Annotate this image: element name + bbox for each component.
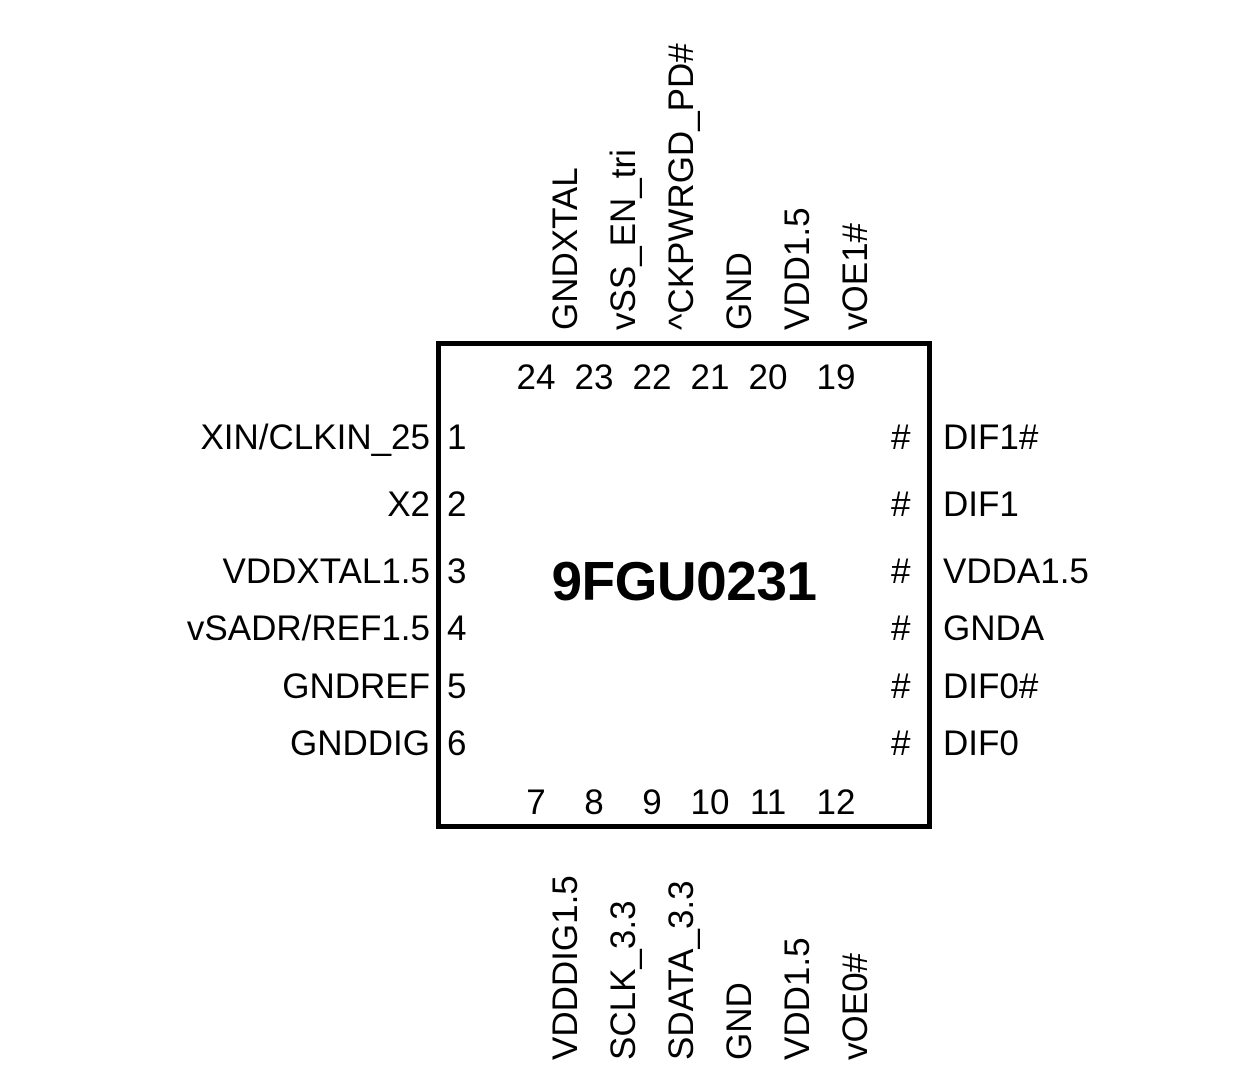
right-pin-label-3: VDDA1.5	[943, 552, 1089, 591]
left-pin-number-6: 6	[447, 724, 467, 763]
bottom-pin-number-7: 7	[526, 783, 546, 822]
top-pin-label-23: vSS_EN_tri	[604, 149, 643, 330]
top-pin-number-22: 22	[632, 358, 672, 397]
left-pin-label-2: X2	[387, 485, 430, 524]
top-pin-number-24: 24	[516, 358, 556, 397]
right-pin-number-4: #	[891, 609, 911, 648]
right-pin-number-3: #	[891, 552, 911, 591]
left-pin-label-4: vSADR/REF1.5	[186, 609, 430, 648]
left-pin-number-2: 2	[447, 485, 467, 524]
left-pin-label-1: XIN/CLKIN_25	[200, 418, 430, 457]
bottom-pin-number-9: 9	[642, 783, 662, 822]
top-pin-number-19: 19	[816, 358, 856, 397]
right-pin-number-6: #	[891, 724, 911, 763]
right-pin-label-5: DIF0#	[943, 667, 1039, 706]
left-pin-number-4: 4	[447, 609, 467, 648]
left-pin-number-3: 3	[447, 552, 467, 591]
right-pin-number-1: #	[891, 418, 911, 457]
left-pin-number-1: 1	[447, 418, 467, 457]
top-pin-label-20: VDD1.5	[778, 207, 817, 330]
right-pin-label-2: DIF1	[943, 485, 1019, 524]
top-pin-number-20: 20	[748, 358, 788, 397]
top-pin-number-23: 23	[574, 358, 614, 397]
left-pin-number-5: 5	[447, 667, 467, 706]
right-pin-label-4: GNDA	[943, 609, 1045, 648]
right-pin-label-1: DIF1#	[943, 418, 1039, 457]
top-pin-label-24: GNDXTAL	[546, 167, 585, 330]
top-pin-label-22: ^CKPWRGD_PD#	[662, 43, 701, 330]
chip-body-outline	[436, 341, 932, 829]
top-pin-label-19: vOE1#	[836, 223, 875, 330]
bottom-pin-label-8: SCLK_3.3	[604, 900, 643, 1060]
bottom-pin-number-10: 10	[690, 783, 730, 822]
chip-part-number: 9FGU0231	[551, 550, 817, 612]
bottom-pin-label-11: VDD1.5	[778, 937, 817, 1060]
bottom-pin-label-10: GND	[720, 982, 759, 1060]
bottom-pin-number-12: 12	[816, 783, 856, 822]
left-pin-label-3: VDDXTAL1.5	[222, 552, 431, 591]
right-pin-label-6: DIF0	[943, 724, 1019, 763]
top-pin-label-21: GND	[720, 252, 759, 330]
right-pin-number-5: #	[891, 667, 911, 706]
bottom-pin-label-12: vOE0#	[836, 953, 875, 1060]
left-pin-label-6: GNDDIG	[290, 724, 430, 763]
right-pin-number-2: #	[891, 485, 911, 524]
bottom-pin-label-7: VDDDIG1.5	[546, 875, 585, 1060]
left-pin-label-5: GNDREF	[282, 667, 430, 706]
top-pin-number-21: 21	[690, 358, 730, 397]
bottom-pin-number-8: 8	[584, 783, 604, 822]
bottom-pin-number-11: 11	[749, 783, 787, 822]
bottom-pin-label-9: SDATA_3.3	[662, 880, 701, 1060]
